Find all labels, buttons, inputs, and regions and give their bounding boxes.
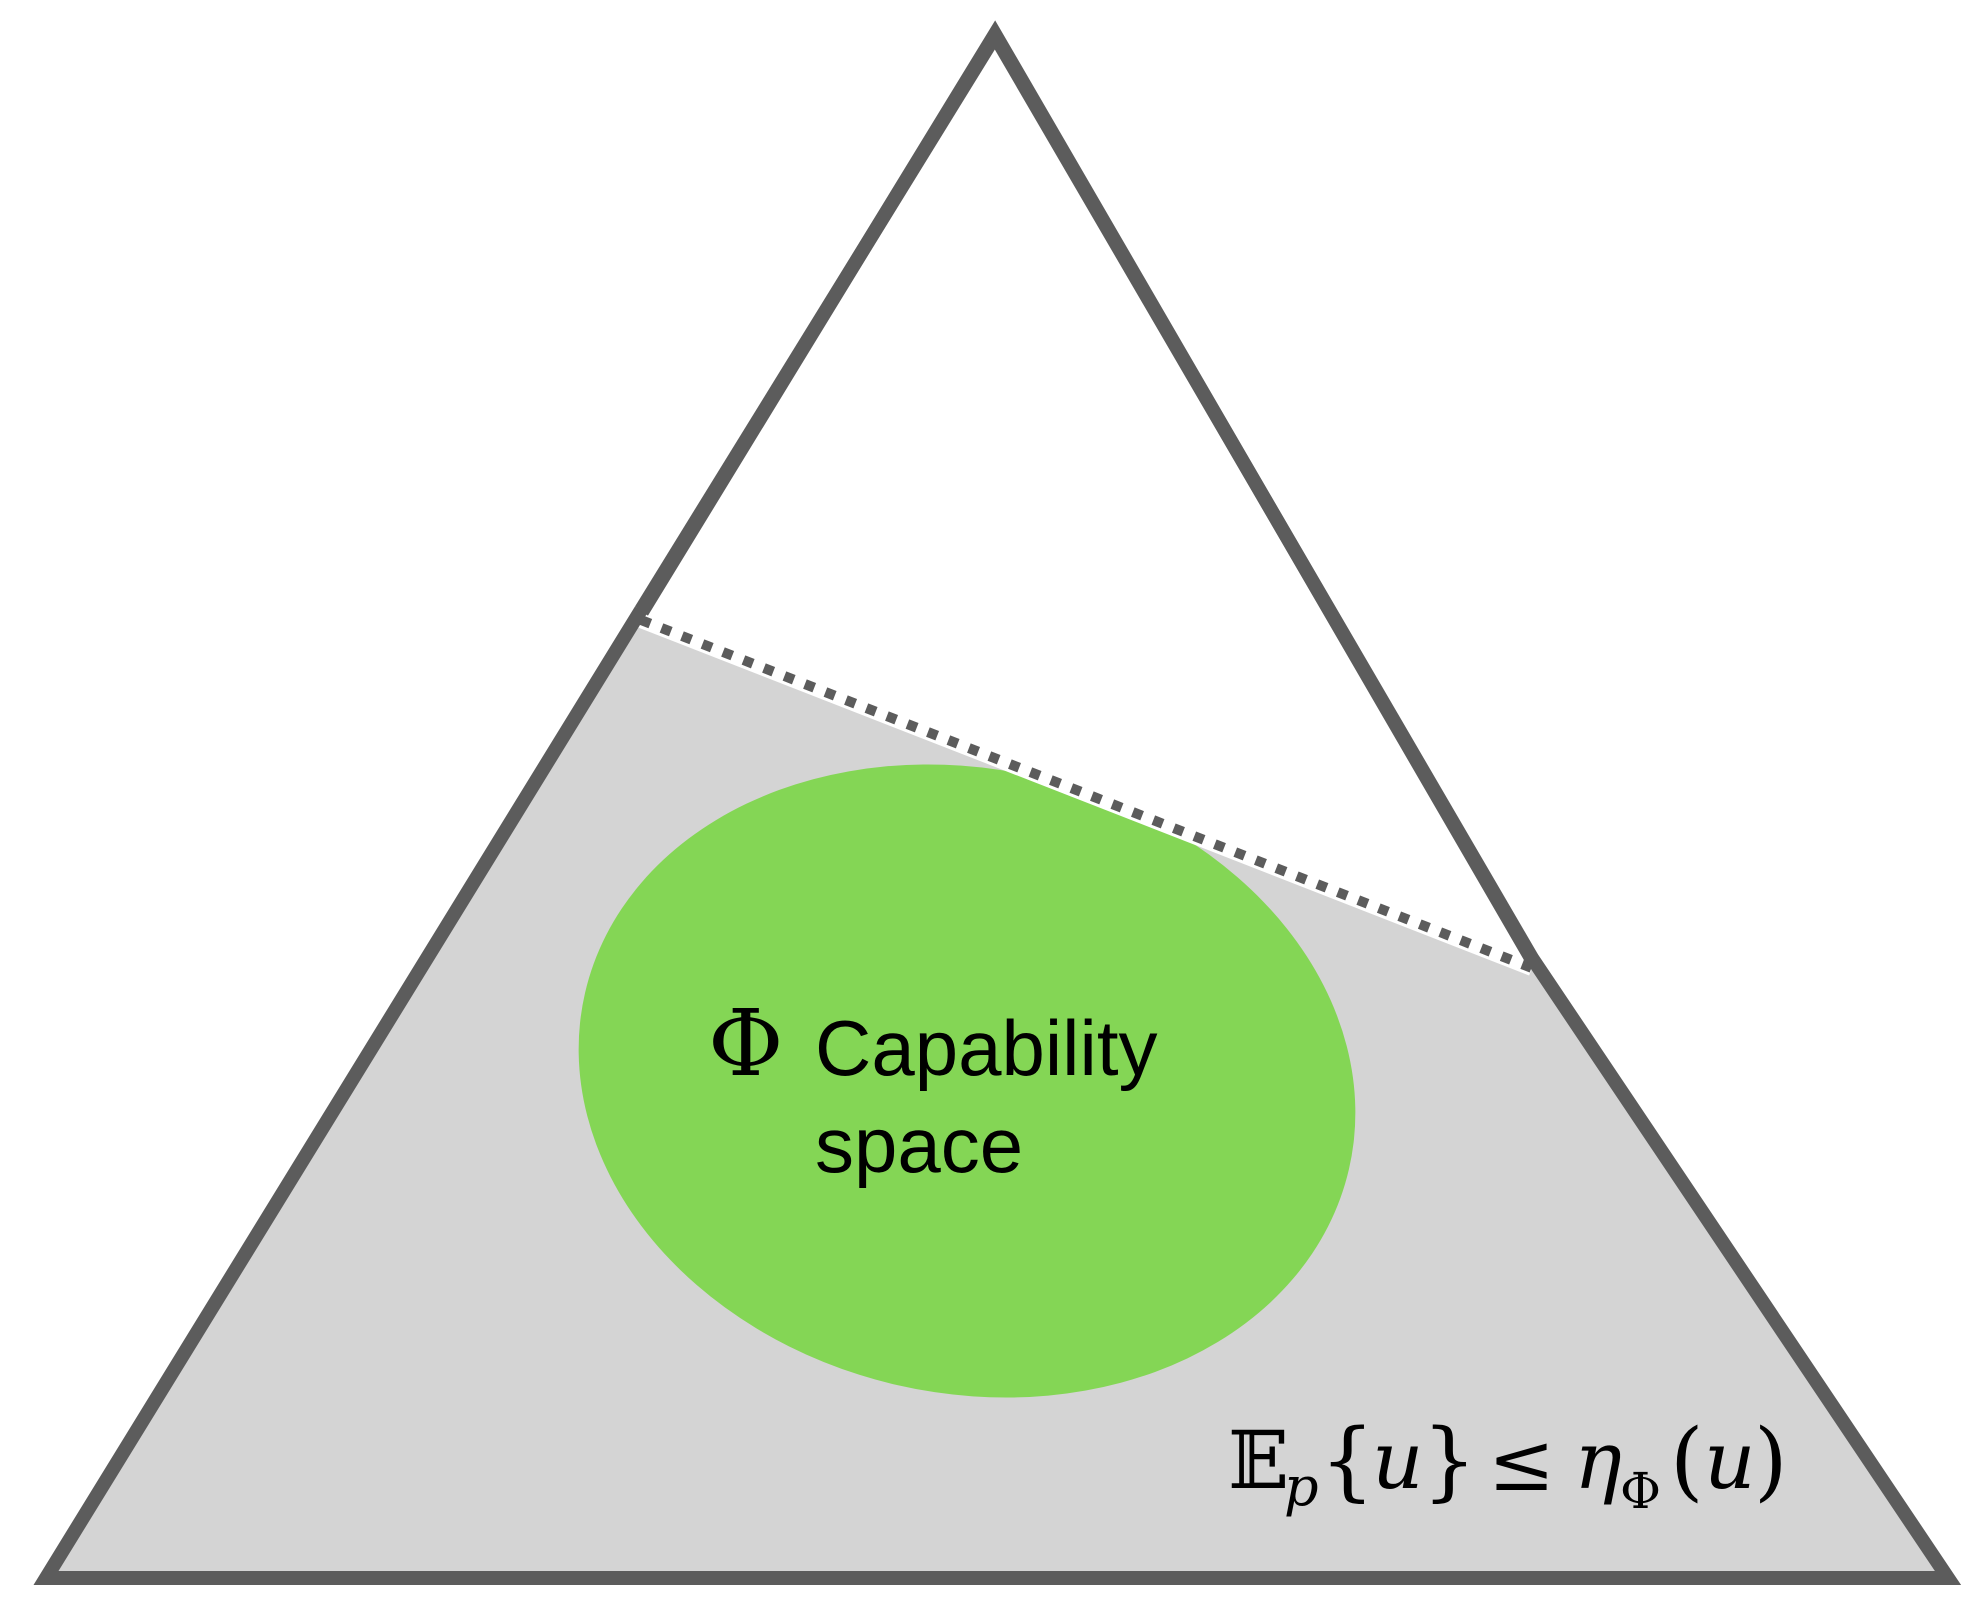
close-paren: ) — [1754, 1411, 1788, 1511]
constraint-formula: 𝔼 p { u } ≤ η Φ ( u ) — [1228, 1411, 1788, 1520]
triangle-apex — [636, 20, 1539, 964]
open-paren: ( — [1670, 1411, 1704, 1511]
capability-label-line1: Capability — [815, 1004, 1158, 1092]
eta-subscript: Φ — [1620, 1462, 1661, 1520]
open-brace: { — [1320, 1411, 1375, 1511]
eta-symbol: η — [1574, 1414, 1622, 1507]
eta-variable-u: u — [1704, 1414, 1756, 1507]
capability-label-line2: space — [815, 1101, 1023, 1189]
expectation-symbol: 𝔼 — [1228, 1414, 1289, 1507]
variable-u: u — [1372, 1414, 1424, 1507]
relation-leq: ≤ — [1488, 1416, 1555, 1509]
expectation-subscript: p — [1284, 1455, 1319, 1518]
triangle-outline-lower — [33, 606, 1962, 1585]
phi-symbol: Φ — [708, 990, 783, 1097]
close-brace: } — [1422, 1411, 1477, 1511]
dashed-boundary-line — [639, 615, 1534, 973]
capability-space-ellipse — [578, 764, 1356, 1398]
